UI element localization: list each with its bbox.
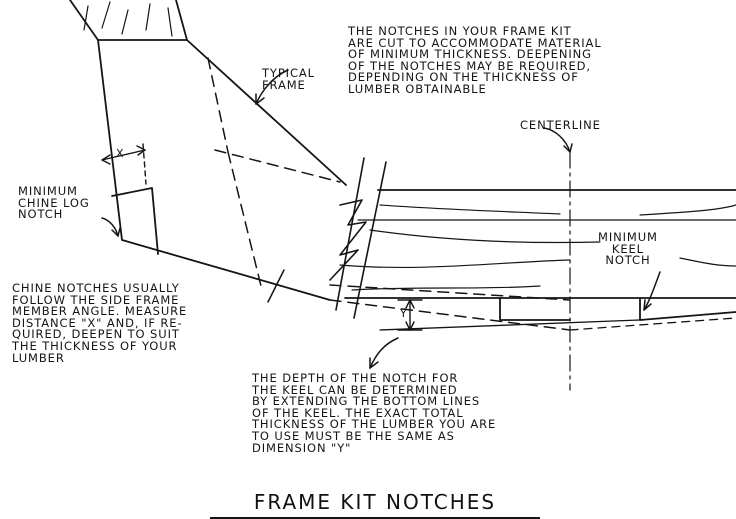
- min-chine-log-notch-label: MINIMUM CHINE LOG NOTCH: [18, 184, 90, 222]
- figure-caption: FRAME KIT NOTCHES: [210, 490, 540, 519]
- typical-frame-label: TYPICAL FRAME: [262, 66, 315, 92]
- min-keel-notch-label: MINIMUM KEEL NOTCH: [598, 230, 658, 268]
- leader-arrows: [101, 69, 661, 369]
- chine-notes: CHINE NOTCHES USUALLY FOLLOW THE SIDE FR…: [12, 281, 188, 365]
- dimension-x-label: X: [116, 147, 125, 160]
- keel-planks: [339, 189, 736, 331]
- keel-depth-note: THE DEPTH OF THE NOTCH FOR THE KEEL CAN …: [252, 371, 497, 455]
- break-symbol: [329, 157, 387, 319]
- chine-notch-shape: [111, 187, 159, 255]
- dimension-y-label: Y: [400, 307, 408, 320]
- dimension-x-line: [101, 143, 147, 185]
- dimension-y-line: [397, 299, 423, 331]
- frame-outline: [97, 39, 347, 301]
- side-frame-member: [69, 0, 188, 41]
- centerline-label: CENTERLINE: [520, 118, 601, 132]
- intro-note: THE NOTCHES IN YOUR FRAME KIT ARE CUT TO…: [348, 24, 602, 96]
